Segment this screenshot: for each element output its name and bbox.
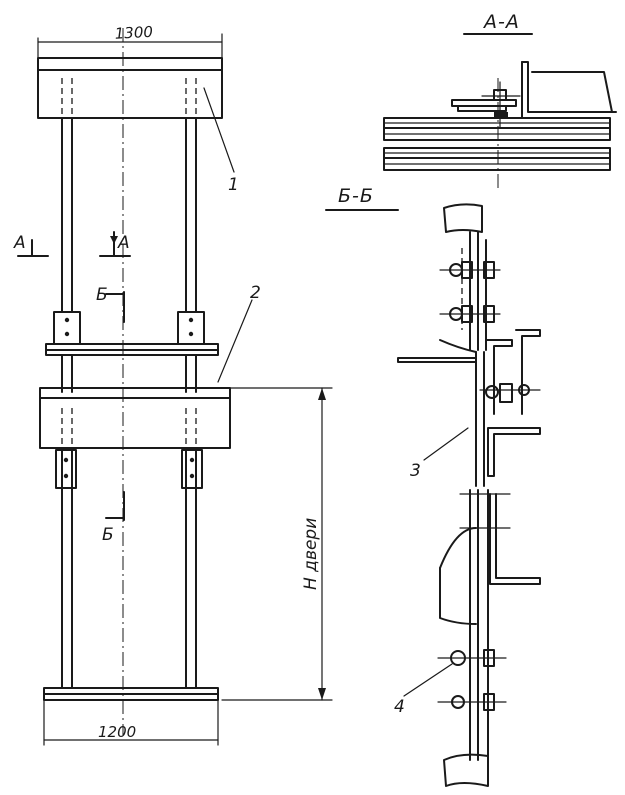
callout-4-label: 4 <box>394 697 405 717</box>
bottom-sill <box>43 687 219 701</box>
upper-brackets <box>53 311 205 345</box>
callout-1-label: 1 <box>228 175 239 195</box>
door-height-label: H двери <box>301 518 321 590</box>
section-b-lower-mark: Б <box>102 525 114 545</box>
threshold-bar <box>45 343 219 356</box>
door-height-dimension: H двери <box>221 387 333 701</box>
bottom-width-label: 1200 <box>98 723 136 741</box>
upper-bolts-b <box>439 261 501 323</box>
section-a-a: А-А <box>383 11 617 188</box>
lower-brackets <box>55 449 203 489</box>
section-b-b: Б-Б <box>325 185 541 787</box>
left-guide-rail <box>61 78 73 689</box>
section-b-cut-marks: Б Б <box>96 285 125 545</box>
section-b-b-title: Б-Б <box>338 185 374 207</box>
top-width-label: 1300 <box>114 23 153 43</box>
lower-bolts-b <box>437 649 507 711</box>
top-width-dimension: 1300 <box>37 23 223 63</box>
right-guide-rail <box>185 78 197 689</box>
section-a-a-title: А-А <box>482 11 520 33</box>
middle-block <box>39 387 231 449</box>
section-a-right-mark: А <box>117 233 130 253</box>
callout-2: 2 <box>217 283 261 383</box>
top-header-block <box>37 57 223 119</box>
callout-2-label: 2 <box>250 283 261 303</box>
front-view: 1300 <box>13 23 333 746</box>
bottom-width-dimension: 1200 <box>43 699 219 746</box>
callout-1: 1 <box>203 87 239 195</box>
section-b-upper-mark: Б <box>96 285 108 305</box>
section-a-left-mark: А <box>13 233 26 253</box>
section-a-cut-marks: А А <box>13 231 131 257</box>
callout-3-label: 3 <box>410 461 421 481</box>
